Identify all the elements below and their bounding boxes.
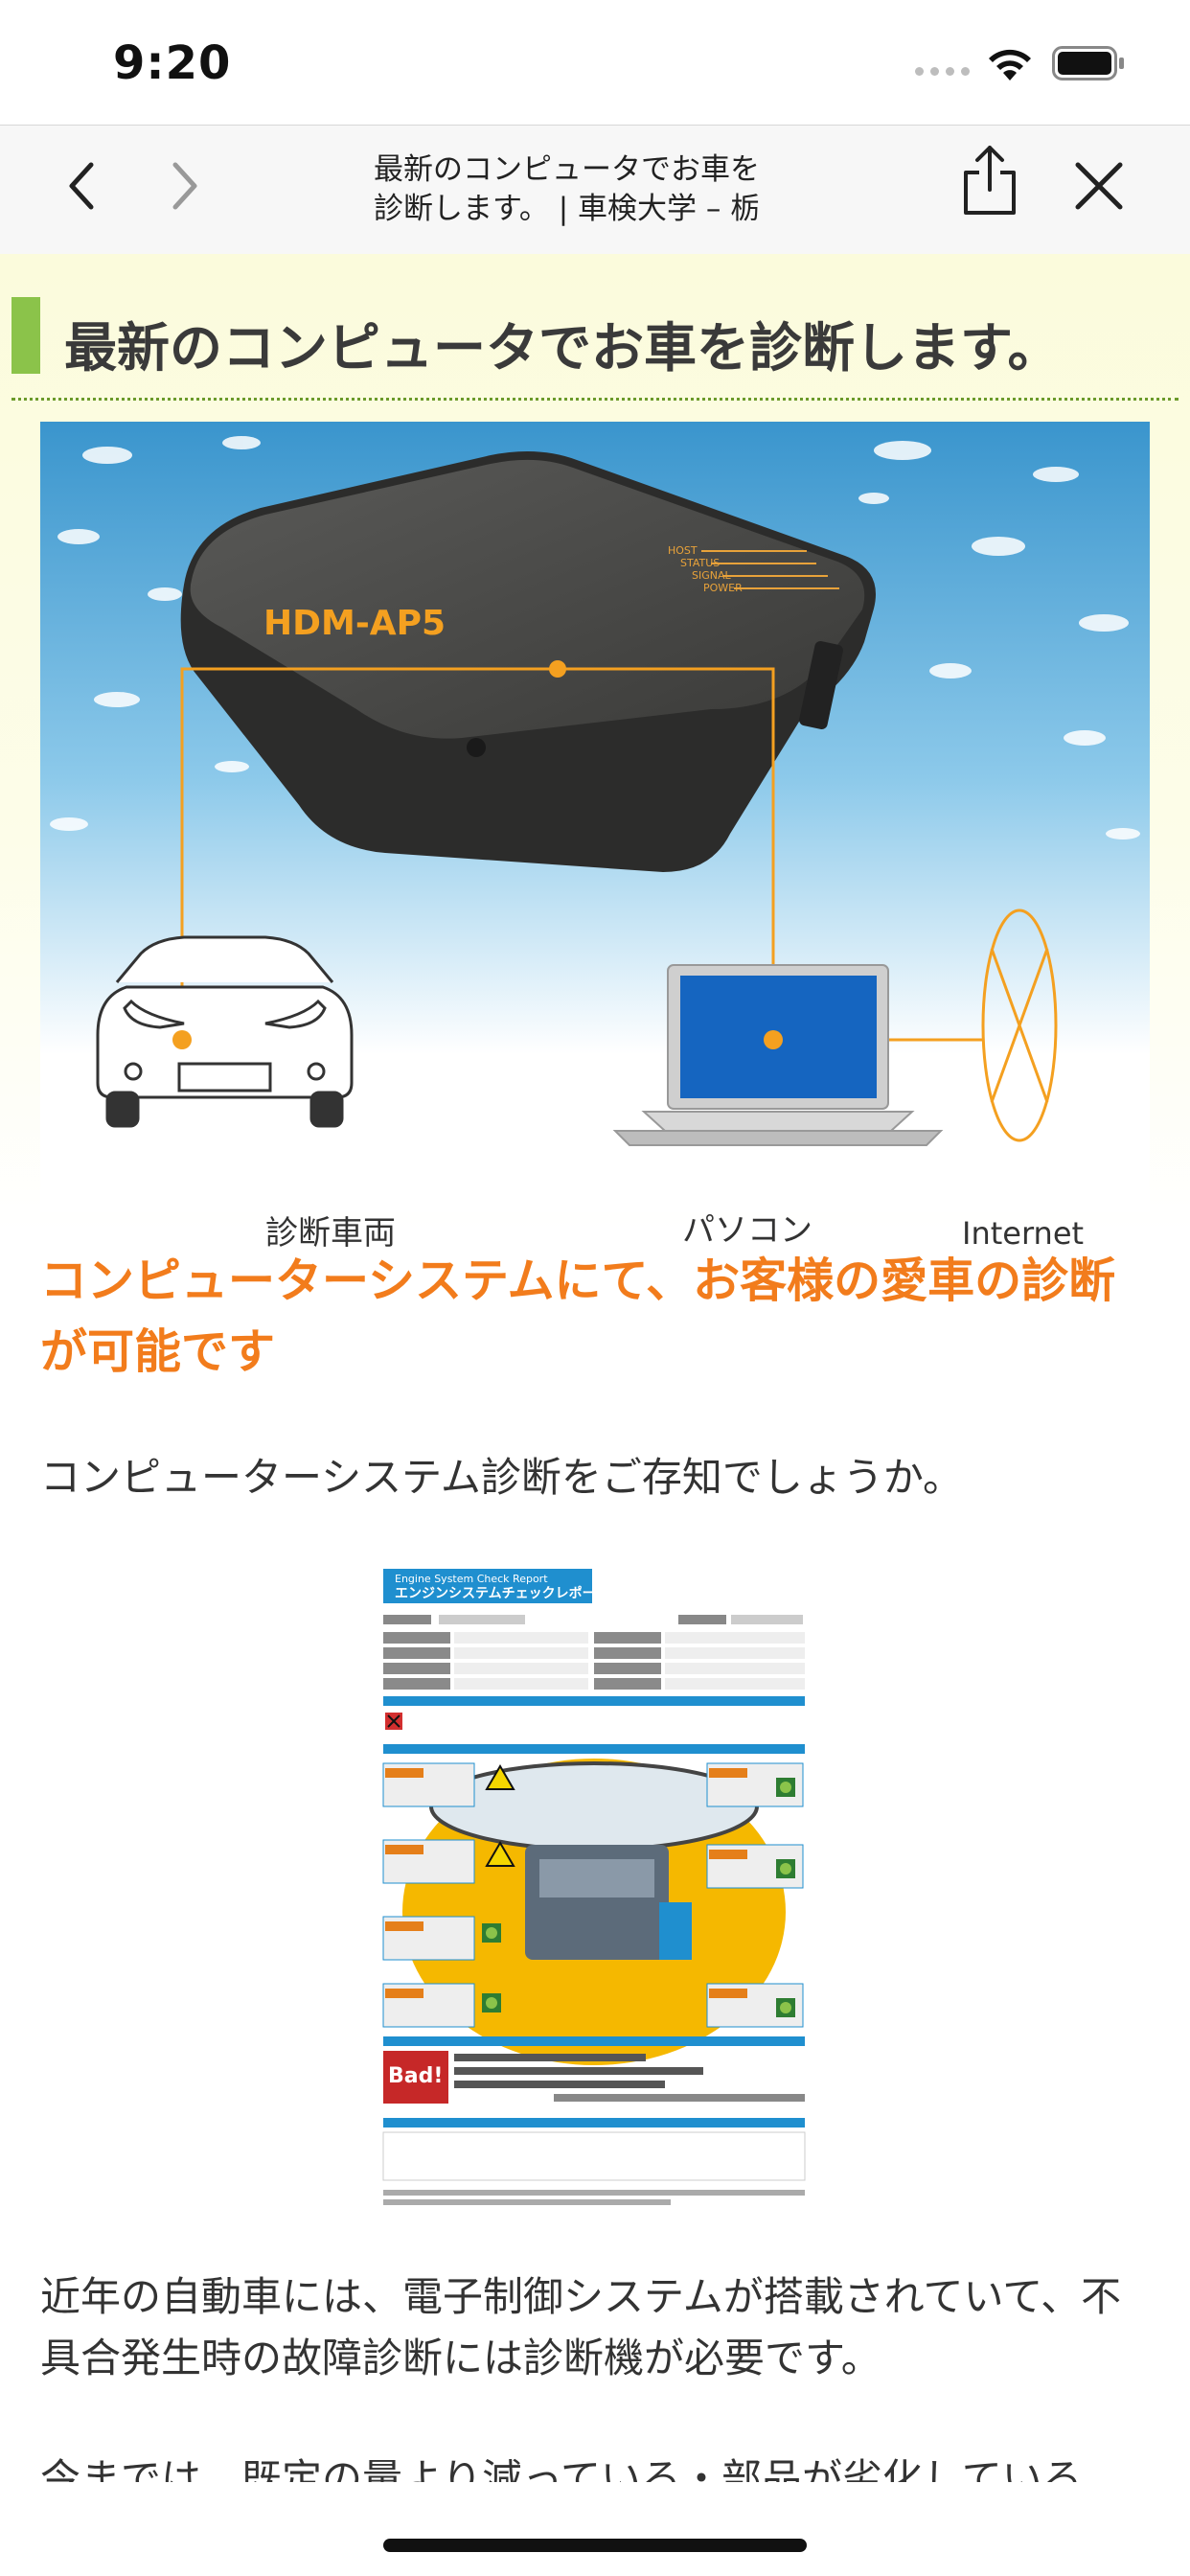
paragraph-intro: コンピューターシステム診断をご存知でしょうか。 (40, 1454, 964, 1501)
share-icon (964, 146, 1016, 215)
pc-label: パソコン (682, 1211, 812, 1250)
car-label: 診断車両 (265, 1214, 396, 1253)
bokeh-decoration (50, 436, 1140, 840)
report-title-ja: エンジンシステムチェックレポート (395, 1585, 609, 1601)
internet-label: Internet (962, 1215, 1084, 1252)
status-bar: 9:20 (0, 0, 1190, 125)
report-bad-label: Bad! (388, 2064, 443, 2088)
wifi-icon (989, 49, 1031, 80)
section-subheading: コンピューターシステムにて、お客様の愛車の診断が可能です (40, 1254, 1116, 1379)
cellular-signal-icon (915, 67, 970, 76)
browser-nav-bar: 最新のコンピュータでお車を 診断します。 | 車検大学 – 栃 (0, 125, 1190, 255)
heading-text: 最新のコンピュータでお車を診断します。 (64, 317, 1061, 379)
car-icon (96, 935, 354, 1128)
page-title-line2: 診断します。 | 車検大学 – 栃 (374, 192, 761, 226)
page-title: 最新のコンピュータでお車を 診断します。 | 車検大学 – 栃 (374, 150, 824, 229)
status-time: 9:20 (113, 36, 232, 90)
home-indicator[interactable] (383, 2539, 807, 2552)
article-heading: 最新のコンピュータでお車を診断します。 (11, 297, 1179, 401)
close-button[interactable] (1065, 152, 1133, 219)
chevron-left-icon (69, 162, 94, 210)
chevron-right-icon (172, 162, 197, 210)
share-button[interactable] (956, 146, 1023, 215)
page-title-line1: 最新のコンピュータでお車を (374, 152, 760, 187)
led-label-signal: SIGNAL (692, 569, 732, 582)
device-label: HDM-AP5 (263, 604, 446, 643)
report-title-en: Engine System Check Report (395, 1573, 548, 1585)
led-label-host: HOST (668, 544, 698, 557)
paragraph-partial: 今までは、既定の量より減っている・部品が劣化している (40, 2455, 1083, 2482)
led-label-status: STATUS (680, 557, 720, 569)
battery-icon (1052, 46, 1124, 80)
led-label-power: POWER (703, 582, 743, 594)
bottom-safe-area (0, 2482, 1190, 2576)
internet-globe-icon (981, 908, 1058, 1142)
forward-button[interactable] (151, 152, 218, 219)
report-sensor-panels (382, 1762, 804, 2028)
back-button[interactable] (48, 152, 115, 219)
web-page[interactable]: 最新のコンピュータでお車を診断します。 (0, 254, 1190, 2482)
paragraph-diagnosis: 近年の自動車には、電子制御システムが搭載されていて、不具合発生時の故障診断には診… (40, 2273, 1122, 2381)
report-info-table (383, 1632, 805, 1690)
heading-accent-bar (11, 297, 40, 374)
close-icon (1075, 162, 1123, 210)
engine-check-report-image: Engine System Check Report エンジンシステムチェックレ… (381, 1567, 809, 2211)
hdm-ap5-diagram: HOST STATUS SIGNAL POWER HDM-AP5 (40, 422, 1150, 1253)
